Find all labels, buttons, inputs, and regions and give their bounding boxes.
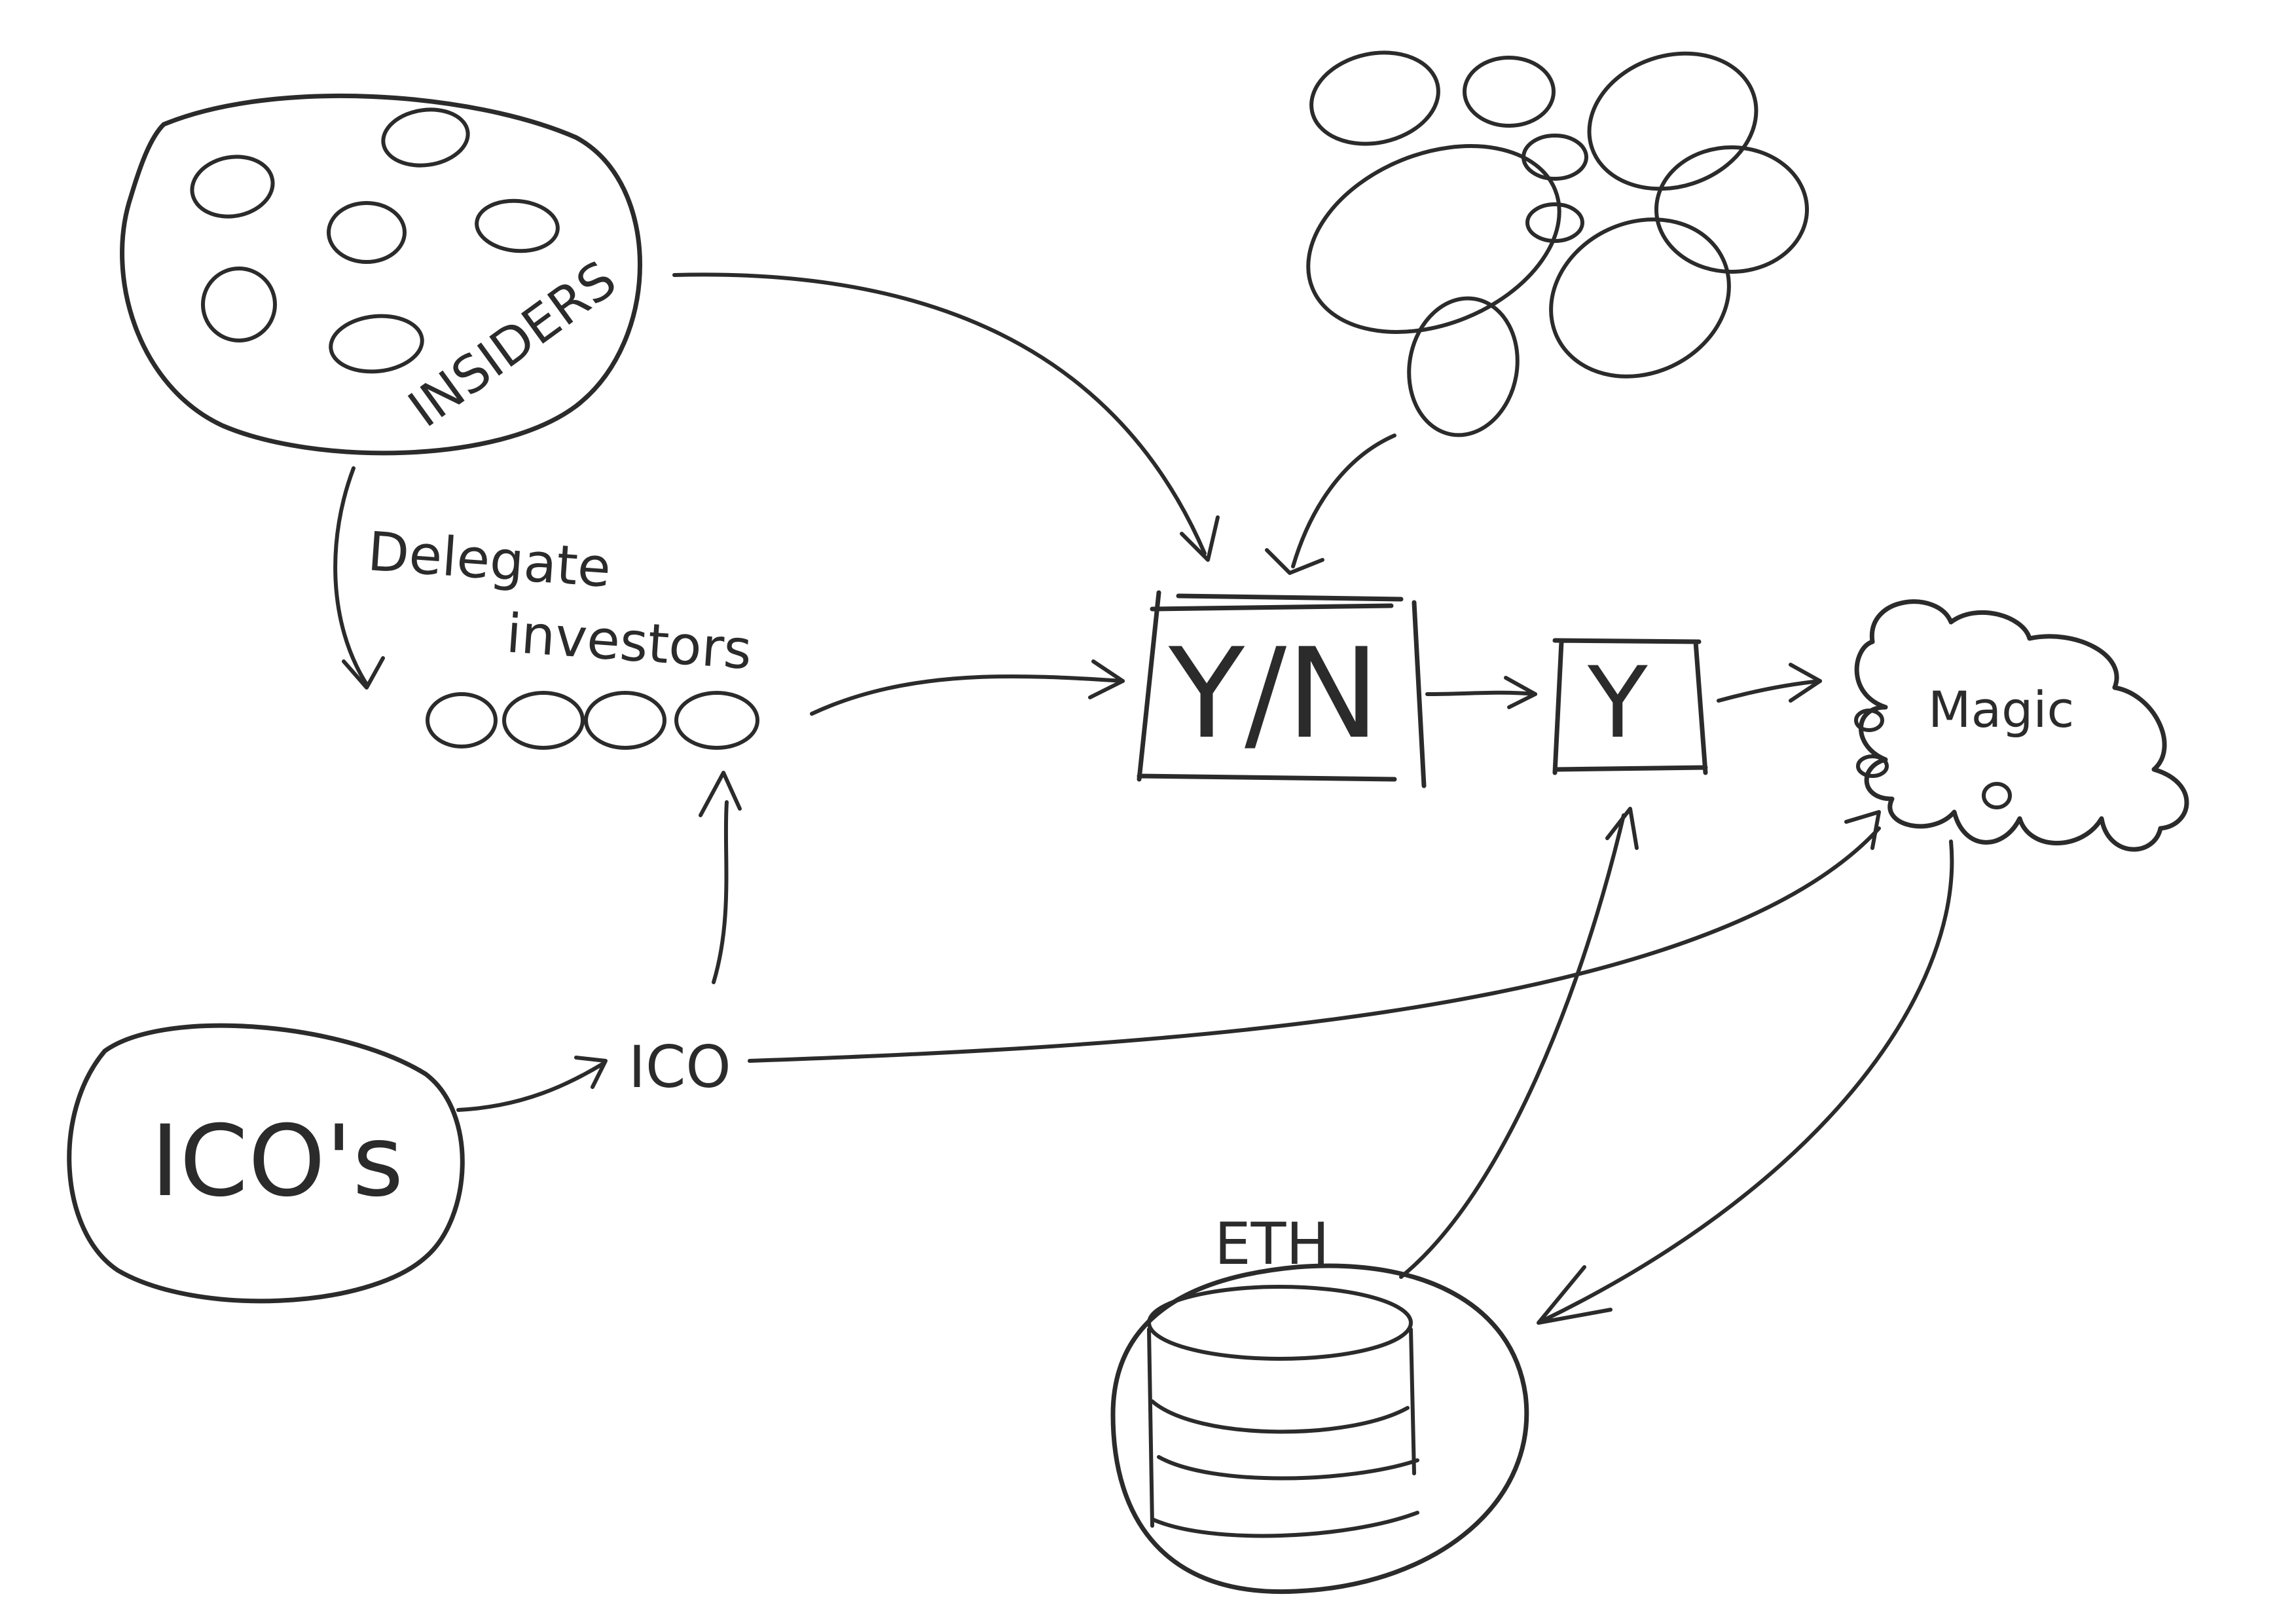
edge-delegates-to-vote [810, 659, 1125, 716]
magic-node: Magic [1854, 599, 2189, 852]
edge-crowd-to-vote [1265, 434, 1396, 575]
yes-box-node: Y [1552, 638, 1708, 775]
edge-eth-to-yes [1399, 807, 1639, 1279]
insiders-label: INSIDERS [398, 250, 627, 439]
edge-icos-to-ico [456, 1056, 608, 1112]
delegate-investors-node: Delegate investors [361, 521, 759, 750]
ico-node: ICO [629, 1033, 731, 1101]
people-group-icon [190, 107, 560, 374]
vote-box [1137, 590, 1427, 788]
ico-label: ICO [629, 1033, 731, 1101]
edge-insiders-to-vote [672, 272, 1220, 562]
eth-ring [1110, 1263, 1529, 1595]
insiders-node: INSIDERS [120, 93, 642, 456]
edge-magic-to-eth [1537, 840, 1954, 1325]
icos-pool-node: ICO's [67, 1023, 465, 1304]
edge-ico-to-delegates [699, 771, 742, 984]
icos-pool-blob [67, 1023, 465, 1304]
edge-insiders-to-delegates [333, 466, 385, 690]
edges [333, 272, 1954, 1325]
cloud-icon [1854, 599, 2189, 852]
vote-box-label: Y/N [1168, 621, 1379, 766]
edge-yes-to-magic [1717, 663, 1822, 703]
vote-box-node: Y/N [1137, 590, 1427, 788]
insiders-blob [120, 93, 642, 456]
database-icon [1147, 1285, 1419, 1538]
icos-pool-label: ICO's [151, 1105, 403, 1219]
edge-ico-to-magic [748, 810, 1881, 1063]
delegate-investors-label: Delegate investors [361, 521, 759, 682]
people-row-icon [426, 691, 759, 750]
edge-vote-to-yes [1425, 676, 1537, 709]
yes-box-label: Y [1587, 646, 1648, 760]
magic-label: Magic [1928, 680, 2074, 739]
crowd-node [1306, 50, 1809, 437]
eth-node: ETH [1110, 1210, 1529, 1595]
crowd-icon [1306, 50, 1809, 437]
yes-box [1552, 638, 1708, 775]
